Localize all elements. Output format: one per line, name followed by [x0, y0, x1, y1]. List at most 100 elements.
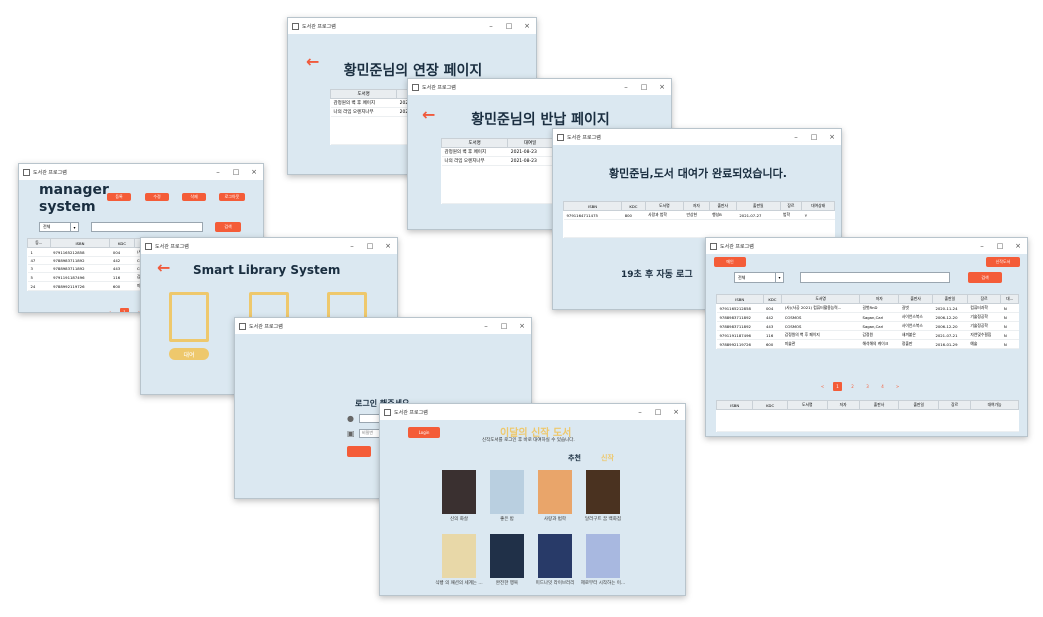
column-header[interactable]: 대여상태 [801, 201, 835, 211]
column-header[interactable]: 출판일 [735, 201, 781, 211]
logout-button[interactable]: 로그아웃 [219, 193, 245, 201]
column-header[interactable]: KDC [109, 238, 135, 248]
search-input[interactable] [91, 222, 203, 232]
book-cover[interactable] [586, 470, 620, 514]
minimize-icon[interactable]: – [350, 242, 354, 250]
login-button[interactable]: Login [408, 427, 440, 438]
column-header[interactable]: 저자 [826, 400, 860, 410]
maximize-icon[interactable]: □ [232, 168, 240, 176]
close-icon[interactable]: × [829, 133, 835, 141]
maximize-icon[interactable]: □ [996, 242, 1004, 250]
column-header[interactable]: 도서명 [329, 89, 398, 99]
column-header[interactable]: 대여가능 [970, 400, 1019, 410]
column-header[interactable]: KDC [762, 294, 783, 304]
column-header[interactable]: 출판사 [708, 201, 737, 211]
book-cover[interactable] [538, 534, 572, 578]
page-button[interactable]: 4 [881, 384, 884, 389]
column-header[interactable]: 출판일 [931, 294, 968, 304]
category-select[interactable]: 전체 ▾ [734, 272, 784, 283]
minimize-icon[interactable]: – [489, 22, 493, 30]
close-icon[interactable]: × [659, 83, 665, 91]
minimize-icon[interactable]: – [794, 133, 798, 141]
page-button[interactable]: 1 [120, 308, 129, 312]
prev-page-button[interactable]: < [820, 384, 825, 389]
close-icon[interactable]: × [385, 242, 391, 250]
back-arrow-icon[interactable]: ← [306, 52, 320, 71]
book-cover[interactable] [442, 470, 476, 514]
column-header[interactable]: 저자 [859, 294, 900, 304]
maximize-icon[interactable]: □ [500, 322, 508, 330]
next-page-button[interactable]: > [895, 384, 900, 389]
page-button[interactable]: 2 [851, 384, 854, 389]
back-arrow-icon[interactable]: ← [157, 258, 171, 277]
close-icon[interactable]: × [524, 22, 530, 30]
column-header[interactable]: KDC [621, 201, 646, 211]
tab-new[interactable]: 신작 [601, 454, 614, 462]
maximize-icon[interactable]: □ [366, 242, 374, 250]
maximize-icon[interactable]: □ [505, 22, 513, 30]
column-header[interactable]: 도서명 [644, 201, 685, 211]
main-button[interactable]: 메인 [714, 257, 746, 267]
delete-button[interactable]: 삭제 [182, 193, 206, 201]
maximize-icon[interactable]: □ [810, 133, 818, 141]
minimize-icon[interactable]: – [484, 322, 488, 330]
book-cover[interactable] [490, 534, 524, 578]
book-cover[interactable] [586, 534, 620, 578]
book-cover[interactable] [442, 534, 476, 578]
column-header[interactable]: 장르 [966, 294, 1002, 304]
book-cover[interactable] [538, 470, 572, 514]
search-button[interactable]: 검색 [215, 222, 241, 232]
column-header[interactable]: 대... [1000, 294, 1019, 304]
search-input[interactable] [800, 272, 950, 283]
login-submit-button[interactable] [347, 446, 371, 457]
close-icon[interactable]: × [1015, 242, 1021, 250]
tab-recommend[interactable]: 추천 [568, 454, 581, 462]
category-select[interactable]: 전체 ▾ [39, 222, 79, 232]
minimize-icon[interactable]: – [980, 242, 984, 250]
column-header[interactable]: ISBN [716, 294, 764, 304]
search-button[interactable]: 검색 [968, 272, 1002, 283]
minimize-icon[interactable]: – [216, 168, 220, 176]
prev-page-button[interactable]: < [107, 310, 112, 313]
back-arrow-icon[interactable]: ← [422, 105, 436, 124]
minimize-icon[interactable]: – [638, 408, 642, 416]
column-header[interactable]: 저자 [683, 201, 710, 211]
column-header[interactable]: 출판일 [898, 400, 940, 410]
next-page-button[interactable]: > [135, 308, 144, 312]
column-header[interactable]: 도서명 [440, 138, 509, 148]
column-header[interactable]: ISBN [715, 400, 754, 410]
column-header[interactable]: KDC [752, 400, 788, 410]
register-button[interactable]: 등록 [107, 193, 131, 201]
column-header[interactable]: 출판사 [858, 400, 900, 410]
close-icon[interactable]: × [251, 168, 257, 176]
page-button[interactable]: 3 [866, 384, 869, 389]
book-cover[interactable] [490, 470, 524, 514]
maximize-icon[interactable]: □ [654, 408, 662, 416]
column-header[interactable]: 장르 [779, 201, 803, 211]
rent-book-icon[interactable] [169, 292, 209, 342]
close-icon[interactable]: × [673, 408, 679, 416]
new-books-button[interactable]: 신작도서 [986, 257, 1020, 267]
column-header[interactable]: ISBN [49, 238, 111, 248]
column-header[interactable]: 장르 [938, 400, 972, 410]
column-header[interactable]: 도서명 [781, 294, 861, 304]
rent-button[interactable]: 대여 [169, 348, 209, 360]
maximize-icon[interactable]: □ [640, 83, 648, 91]
column-header[interactable]: 출판사 [898, 294, 933, 304]
edit-button[interactable]: 수정 [145, 193, 169, 201]
column-header[interactable]: 등... [27, 238, 51, 248]
column-header[interactable]: 대여일 [507, 138, 553, 148]
column-header[interactable]: ISBN [562, 201, 623, 211]
column-header[interactable]: 도서명 [786, 400, 828, 410]
minimize-icon[interactable]: – [624, 83, 628, 91]
page-button[interactable]: 1 [833, 382, 842, 391]
table-row[interactable]: 9791164711475 800 사랑과 법학 만상현 행성B 2021-07… [563, 210, 835, 220]
close-icon[interactable]: × [519, 322, 525, 330]
